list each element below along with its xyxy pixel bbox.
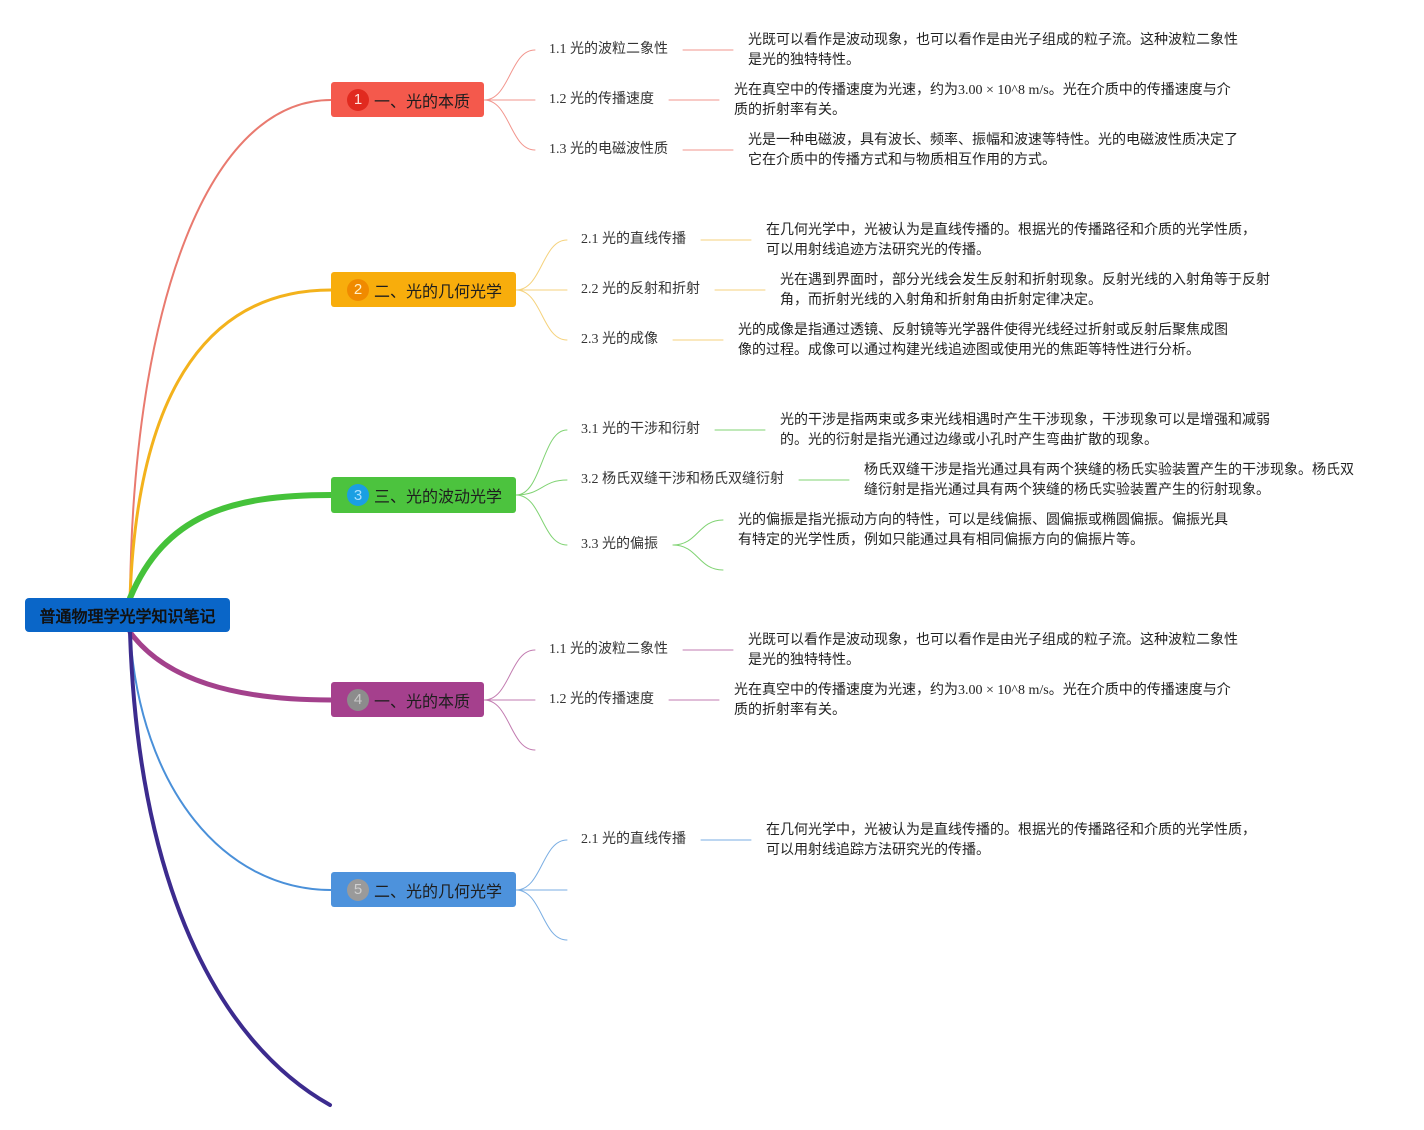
note-connector <box>672 519 724 546</box>
subtopic-connector <box>515 429 568 496</box>
subtopic-connector <box>515 289 568 341</box>
subtopic-connector <box>515 839 568 891</box>
priority-3-icon: 3 <box>347 484 369 506</box>
note-line: 的。光的衍射是指光通过边缘或小孔时产生弯曲扩散的现象。 <box>780 433 1158 448</box>
branch-5-connector <box>129 631 332 891</box>
priority-4-icon: 4 <box>347 688 369 711</box>
note-line: 光在遇到界面时，部分光线会发生反射和折射现象。反射光线的入射角等于反射 <box>780 273 1270 288</box>
note-line: 在几何光学中，光被认为是直线传播的。根据光的传播路径和介质的光学性质， <box>766 823 1256 838</box>
central-topic[interactable]: 普通物理学光学知识笔记 <box>25 598 230 632</box>
subtopic-4-1[interactable]: 1.1 光的波粒二象性 <box>549 642 668 657</box>
subtopic-2-1[interactable]: 2.1 光的直线传播 <box>581 232 686 247</box>
main-topic-label: 一、光的本质 <box>374 693 471 711</box>
main-topic-label: 一、光的本质 <box>374 93 471 111</box>
subtopic-connector <box>483 649 536 701</box>
note-3-3[interactable]: 光的偏振是指光振动方向的特性，可以是线偏振、圆偏振或椭圆偏振。偏振光具 有特定的… <box>738 511 1228 551</box>
note-line: 质的折射率有关。 <box>734 103 846 118</box>
note-line: 光是一种电磁波，具有波长、频率、振幅和波速等特性。光的电磁波性质决定了 <box>748 133 1238 148</box>
priority-5-icon: 5 <box>347 878 369 901</box>
note-connector <box>672 544 724 571</box>
priority-2-icon: 2 <box>347 278 369 301</box>
main-topic-1[interactable]: 1 一、光的本质 <box>331 82 484 117</box>
note-line: 缝衍射是指光通过具有两个狭缝的杨氏实验装置产生的衍射现象。 <box>864 483 1270 498</box>
main-topic-2[interactable]: 2 二、光的几何光学 <box>331 272 516 307</box>
note-line: 光既可以看作是波动现象，也可以看作是由光子组成的粒子流。这种波粒二象性 <box>748 33 1238 48</box>
main-topic-label: 二、光的几何光学 <box>374 283 503 301</box>
branch-2-connector <box>128 288 333 600</box>
main-topic-4[interactable]: 4 一、光的本质 <box>331 682 484 717</box>
note-line: 可以用射线追迹方法研究光的传播。 <box>766 243 990 258</box>
subtopic-connector <box>483 699 536 751</box>
subtopic-1-3[interactable]: 1.3 光的电磁波性质 <box>549 142 668 157</box>
note-line: 质的折射率有关。 <box>734 703 846 718</box>
subtopic-connector <box>515 239 568 291</box>
note-4-1[interactable]: 光既可以看作是波动现象，也可以看作是由光子组成的粒子流。这种波粒二象性 是光的独… <box>748 631 1238 671</box>
subtopic-3-1[interactable]: 3.1 光的干涉和衍射 <box>581 422 700 437</box>
main-topic-label: 三、光的波动光学 <box>374 489 503 506</box>
priority-1-icon: 1 <box>347 88 369 111</box>
note-line: 它在介质中的传播方式和与物质相互作用的方式。 <box>748 153 1056 168</box>
subtopic-5-1[interactable]: 2.1 光的直线传播 <box>581 832 686 847</box>
note-line: 光在真空中的传播速度为光速，约为3.00 × 10^8 m/s。光在介质中的传播… <box>734 683 1231 698</box>
note-3-1[interactable]: 光的干涉是指两束或多束光线相遇时产生干涉现象，干涉现象可以是增强和减弱 的。光的… <box>780 411 1270 451</box>
note-line: 是光的独特特性。 <box>748 53 860 68</box>
branch-1-connector <box>129 99 332 599</box>
note-line: 光的偏振是指光振动方向的特性，可以是线偏振、圆偏振或椭圆偏振。偏振光具 <box>738 513 1228 528</box>
subtopic-connector <box>515 889 568 941</box>
note-line: 光的干涉是指两束或多束光线相遇时产生干涉现象，干涉现象可以是增强和减弱 <box>780 413 1270 428</box>
branch-4-connector <box>127 629 334 703</box>
note-4-2[interactable]: 光在真空中的传播速度为光速，约为3.00 × 10^8 m/s。光在介质中的传播… <box>734 681 1231 721</box>
branch-3-connector <box>127 492 334 601</box>
note-line: 光的成像是指通过透镜、反射镜等光学器件使得光线经过折射或反射后聚焦成图 <box>738 323 1228 338</box>
subtopic-2-2[interactable]: 2.2 光的反射和折射 <box>581 282 700 297</box>
note-line: 杨氏双缝干涉是指光通过具有两个狭缝的杨氏实验装置产生的干涉现象。杨氏双 <box>864 463 1354 478</box>
note-2-3[interactable]: 光的成像是指通过透镜、反射镜等光学器件使得光线经过折射或反射后聚焦成图 像的过程… <box>738 321 1228 361</box>
note-line: 角，而折射光线的入射角和折射角由折射定律决定。 <box>780 293 1102 308</box>
note-2-2[interactable]: 光在遇到界面时，部分光线会发生反射和折射现象。反射光线的入射角等于反射 角，而折… <box>780 271 1270 311</box>
note-1-1[interactable]: 光既可以看作是波动现象，也可以看作是由光子组成的粒子流。这种波粒二象性 是光的独… <box>748 31 1238 71</box>
central-topic-label: 普通物理学光学知识笔记 <box>39 609 216 626</box>
empty-branch-connector <box>128 630 332 1107</box>
subtopic-4-2[interactable]: 1.2 光的传播速度 <box>549 692 654 707</box>
note-3-2[interactable]: 杨氏双缝干涉是指光通过具有两个狭缝的杨氏实验装置产生的干涉现象。杨氏双 缝衍射是… <box>864 461 1354 501</box>
subtopic-3-3[interactable]: 3.3 光的偏振 <box>581 537 658 552</box>
note-line: 是光的独特特性。 <box>748 653 860 668</box>
subtopic-connector <box>483 99 536 151</box>
subtopic-3-2[interactable]: 3.2 杨氏双缝干涉和杨氏双缝衍射 <box>581 472 784 487</box>
subtopic-connector <box>515 479 568 496</box>
subtopic-2-3[interactable]: 2.3 光的成像 <box>581 332 658 347</box>
note-5-1[interactable]: 在几何光学中，光被认为是直线传播的。根据光的传播路径和介质的光学性质， 可以用射… <box>766 821 1256 861</box>
note-1-2[interactable]: 光在真空中的传播速度为光速，约为3.00 × 10^8 m/s。光在介质中的传播… <box>734 81 1231 121</box>
note-2-1[interactable]: 在几何光学中，光被认为是直线传播的。根据光的传播路径和介质的光学性质， 可以用射… <box>766 221 1256 261</box>
note-line: 像的过程。成像可以通过构建光线追迹图或使用光的焦距等特性进行分析。 <box>738 343 1200 358</box>
note-1-3[interactable]: 光是一种电磁波，具有波长、频率、振幅和波速等特性。光的电磁波性质决定了 它在介质… <box>748 131 1238 171</box>
main-topic-label: 二、光的几何光学 <box>374 883 503 901</box>
subtopic-connector <box>515 494 568 546</box>
note-line: 光既可以看作是波动现象，也可以看作是由光子组成的粒子流。这种波粒二象性 <box>748 633 1238 648</box>
subtopic-1-2[interactable]: 1.2 光的传播速度 <box>549 92 654 107</box>
note-line: 在几何光学中，光被认为是直线传播的。根据光的传播路径和介质的光学性质， <box>766 223 1256 238</box>
main-topic-3[interactable]: 3 三、光的波动光学 <box>331 477 516 513</box>
subtopic-connector <box>483 49 536 101</box>
note-line: 光在真空中的传播速度为光速，约为3.00 × 10^8 m/s。光在介质中的传播… <box>734 83 1231 98</box>
note-line: 可以用射线追踪方法研究光的传播。 <box>766 843 990 858</box>
note-line: 有特定的光学性质，例如只能通过具有相同偏振方向的偏振片等。 <box>738 533 1144 548</box>
subtopic-1-1[interactable]: 1.1 光的波粒二象性 <box>549 42 668 57</box>
main-topic-5[interactable]: 5 二、光的几何光学 <box>331 872 516 907</box>
